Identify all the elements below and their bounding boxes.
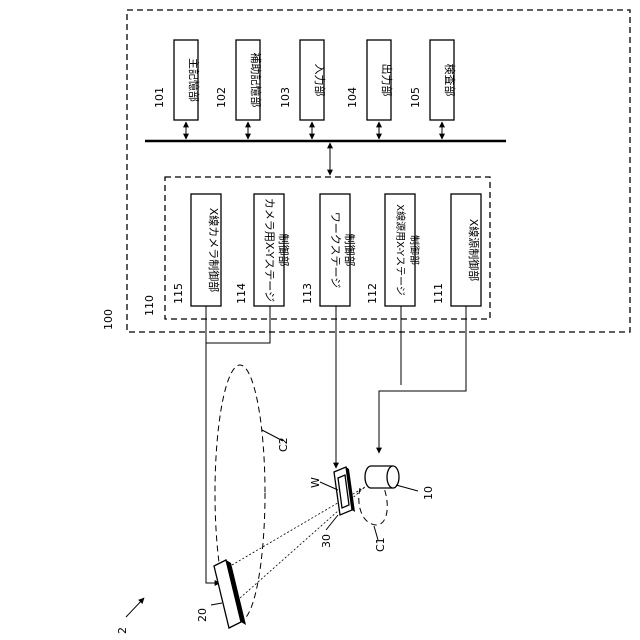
unit-115-ref: 115 [172,283,185,304]
unit-102-label: 補助記憶部 [249,53,263,108]
unit-111-ref: 111 [432,283,445,304]
unit-101-label: 主記憶部 [187,58,201,102]
unit-111: X線源制御部 111 [432,194,481,306]
unit-104-ref: 104 [346,87,359,108]
unit-112-line1: X線源用X-Yステージ [394,204,407,296]
unit-112: X線源用X-Yステージ 制御部 112 [366,194,421,306]
unit-113: ワークステージ 制御部 113 [301,194,357,306]
work-stage-ref: 30 [320,534,333,548]
unit-115-line1: X線カメラ制御部 [207,208,221,293]
xray-source-ref: 10 [422,486,435,500]
unit-104: 出力部 104 [346,40,394,139]
unit-101: 主記憶部 101 [153,40,201,139]
figure-arrow [126,598,144,617]
lower-units: X線カメラ制御部 115 カメラ用X-Yステージ 制御部 114 ワークステージ… [172,194,481,306]
path-c2-label: C2 [277,437,290,452]
unit-101-ref: 101 [153,87,166,108]
unit-102: 補助記憶部 102 [215,40,263,139]
work-stage [334,467,355,515]
unit-113-line2: 制御部 [343,234,357,267]
unit-113-line1: ワークステージ [329,212,342,288]
unit-103-ref: 103 [279,87,292,108]
unit-115: X線カメラ制御部 115 [172,194,221,306]
unit-112-line2: 制御部 [408,235,421,265]
unit-105: 検査部 105 [409,40,457,139]
unit-112-ref: 112 [366,283,379,304]
unit-114-line1: カメラ用X-Yステージ [263,198,276,302]
unit-103-label: 入力部 [313,64,327,97]
xray-camera [214,560,246,628]
cone-c1-label: C1 [374,537,387,552]
xray-source [365,466,399,488]
unit-114: カメラ用X-Yステージ 制御部 114 [235,194,291,306]
unit-114-ref: 114 [235,283,248,304]
unit-113-ref: 113 [301,283,314,304]
upper-units: 主記憶部 101 補助記憶部 102 入力部 103 出力部 104 検査部 1… [153,40,457,139]
unit-102-ref: 102 [215,87,228,108]
controller-ref: 110 [143,295,156,316]
unit-103: 入力部 103 [279,40,327,139]
unit-111-line1: X線源制御部 [467,219,481,282]
unit-105-label: 検査部 [443,64,457,97]
cone-c1 [359,488,387,525]
figure-number: 2 [116,627,129,634]
control-lines [206,306,466,583]
unit-105-ref: 105 [409,87,422,108]
xray-camera-ref: 20 [196,608,209,622]
unit-104-label: 出力部 [380,64,394,97]
unit-114-line2: 制御部 [277,234,291,267]
control-device-ref: 100 [102,309,115,330]
